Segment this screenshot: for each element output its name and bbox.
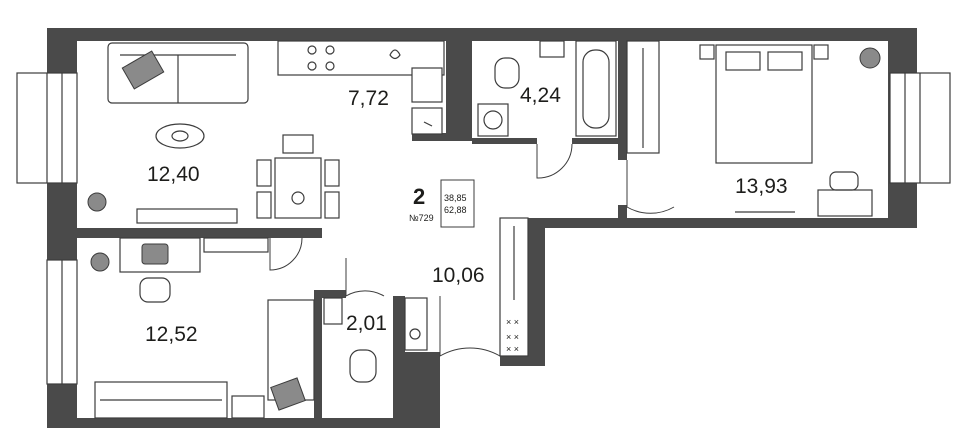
kitchen-furniture <box>277 40 445 135</box>
apartment-badge: 2 №729 38,85 62,88 <box>409 179 475 228</box>
living-area: 38,85 <box>444 193 467 203</box>
area-toilet: 2,01 <box>346 312 387 335</box>
washing-machine <box>477 103 509 137</box>
area-kitchen: 7,72 <box>348 87 389 110</box>
rooms-count: 2 <box>413 184 425 209</box>
bathtub <box>575 40 617 137</box>
bedroom-furniture <box>626 40 881 217</box>
svg-text:× ×: × × <box>506 344 519 354</box>
area-study: 12,52 <box>145 323 198 346</box>
area-hall: 10,06 <box>432 264 485 287</box>
living-furniture <box>87 42 340 224</box>
hall-furniture: × × × × × × <box>499 217 529 357</box>
rug <box>155 123 205 149</box>
total-area: 62,88 <box>444 205 467 215</box>
desk-bedroom <box>817 189 873 217</box>
area-bedroom: 13,93 <box>735 175 788 198</box>
windows <box>16 72 951 385</box>
bathroom-furniture <box>477 40 617 137</box>
svg-text:× ×: × × <box>506 332 519 342</box>
toilet-furniture <box>323 297 428 383</box>
area-living: 12,40 <box>147 163 200 186</box>
bed <box>715 44 813 164</box>
apartment-number: №729 <box>409 213 434 223</box>
tv-stand <box>136 208 238 224</box>
svg-text:× ×: × × <box>506 317 519 327</box>
area-bathroom: 4,24 <box>520 84 561 107</box>
study-furniture <box>90 237 315 419</box>
cushion <box>121 50 165 90</box>
dining-table <box>274 157 322 219</box>
